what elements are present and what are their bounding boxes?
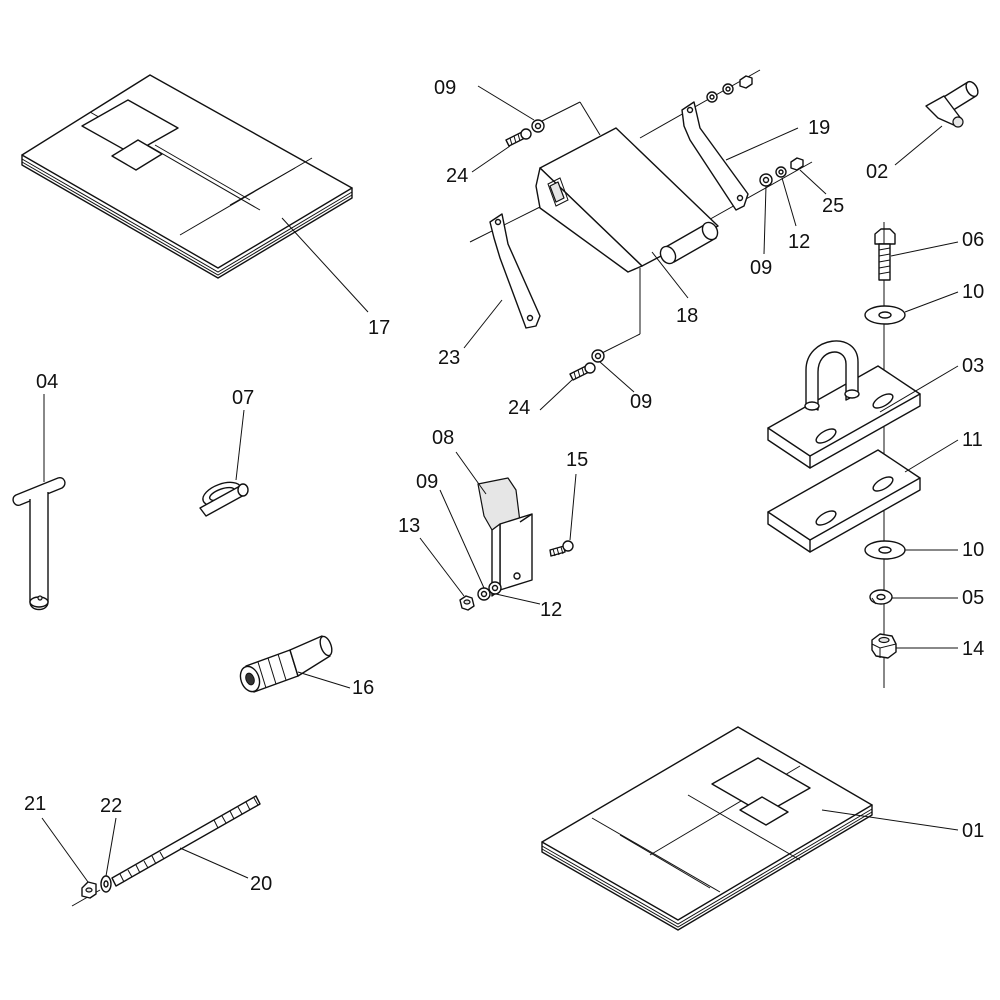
part-12-lock-washer-right-drawing: [775, 166, 787, 178]
leader-21: [41, 817, 89, 883]
leader-09d: [599, 361, 635, 393]
part-16-hose-fitting-drawing: [239, 635, 333, 693]
leader-09c: [439, 489, 485, 589]
part-15-screw-drawing: [549, 540, 574, 557]
part-14-hex-nut-drawing: [871, 633, 897, 659]
label-10a: 10: [962, 281, 984, 303]
label-09b: 09: [750, 257, 772, 279]
part-05-lock-washer-drawing: [869, 589, 893, 605]
part-24-screw-bottom-drawing: [569, 362, 596, 381]
part-19-side-plate-drawing: [681, 101, 749, 211]
part-10-washer-top-drawing: [864, 305, 906, 325]
label-18: 18: [676, 305, 698, 327]
label-21: 21: [24, 793, 46, 815]
leader-09b: [763, 185, 767, 255]
part-01-manual-drawing: [541, 726, 873, 931]
part-09-washer-bracket-drawing: [477, 587, 491, 601]
leader-17: [281, 217, 369, 313]
label-13: 13: [398, 515, 420, 537]
part-13-nut-drawing: [459, 595, 475, 611]
label-14: 14: [962, 638, 984, 660]
part-10-washer-bottom-drawing: [864, 540, 906, 560]
label-04: 04: [36, 371, 58, 393]
part-18-cover-bracket-drawing: [535, 127, 719, 273]
part-03-ubolt-plate-drawing: [767, 340, 921, 469]
label-20: 20: [250, 873, 272, 895]
leader-24b: [539, 379, 573, 411]
label-25: 25: [822, 195, 844, 217]
label-23: 23: [438, 347, 460, 369]
label-09d: 09: [630, 391, 652, 413]
label-05: 05: [962, 587, 984, 609]
label-16: 16: [352, 677, 374, 699]
label-24a: 24: [446, 165, 468, 187]
label-09a: 09: [434, 77, 456, 99]
leader-12b: [495, 593, 541, 605]
leader-07: [235, 409, 245, 481]
leader-22: [105, 817, 117, 877]
leader-18: [651, 251, 689, 299]
leader-16: [297, 671, 351, 689]
label-17: 17: [368, 317, 390, 339]
label-08: 08: [432, 427, 454, 449]
part-21-nut-drawing: [81, 881, 97, 899]
leader-01: [821, 809, 959, 831]
part-11-plate-drawing: [767, 449, 921, 553]
part-02-pin-drawing: [925, 80, 979, 128]
leader-19: [725, 127, 799, 161]
label-10b: 10: [962, 539, 984, 561]
leader-20: [179, 847, 249, 879]
label-03: 03: [962, 355, 984, 377]
label-11: 11: [962, 429, 983, 451]
part-09-washer-top-drawing: [531, 119, 545, 133]
part-23-side-plate-drawing: [489, 213, 541, 329]
label-15: 15: [566, 449, 588, 471]
part-08-bracket-drawing: [477, 477, 533, 597]
part-12-lock-washer-bracket-drawing: [488, 581, 502, 595]
leader-12a: [781, 177, 797, 227]
leader-24a: [471, 145, 511, 173]
part-06-bolt-drawing: [874, 228, 896, 281]
label-07: 07: [232, 387, 254, 409]
leader-08: [455, 451, 487, 495]
part-09-washer-bottom-drawing: [591, 349, 605, 363]
label-02: 02: [866, 161, 888, 183]
part-24-screw-top-drawing: [505, 128, 532, 147]
label-09c: 09: [416, 471, 438, 493]
hardware-top-right-drawing: [706, 75, 753, 103]
label-19: 19: [808, 117, 830, 139]
part-17-manual-drawing: [21, 74, 353, 279]
label-01: 01: [962, 820, 984, 842]
label-12a: 12: [788, 231, 810, 253]
part-07-lynch-pin-drawing: [199, 481, 249, 517]
leader-11: [904, 439, 959, 473]
leader-10a: [904, 291, 959, 313]
part-20-threaded-rod-drawing: [111, 795, 261, 887]
part-09-washer-right-drawing: [759, 173, 773, 187]
part-25-nut-drawing: [790, 157, 804, 171]
central-assembly-axes: [469, 69, 813, 356]
leader-25: [799, 169, 827, 195]
leader-03: [879, 365, 959, 413]
leader-06: [890, 241, 959, 257]
leader-02: [894, 125, 943, 166]
label-06: 06: [962, 229, 984, 251]
part-22-washer-drawing: [100, 875, 112, 893]
leader-09a: [477, 85, 535, 121]
leader-15: [569, 473, 577, 541]
label-12b: 12: [540, 599, 562, 621]
label-24b: 24: [508, 397, 530, 419]
label-22: 22: [100, 795, 122, 817]
leader-13: [419, 537, 465, 597]
part-04-t-handle-pin-drawing: [12, 476, 66, 611]
leader-23: [463, 299, 503, 349]
